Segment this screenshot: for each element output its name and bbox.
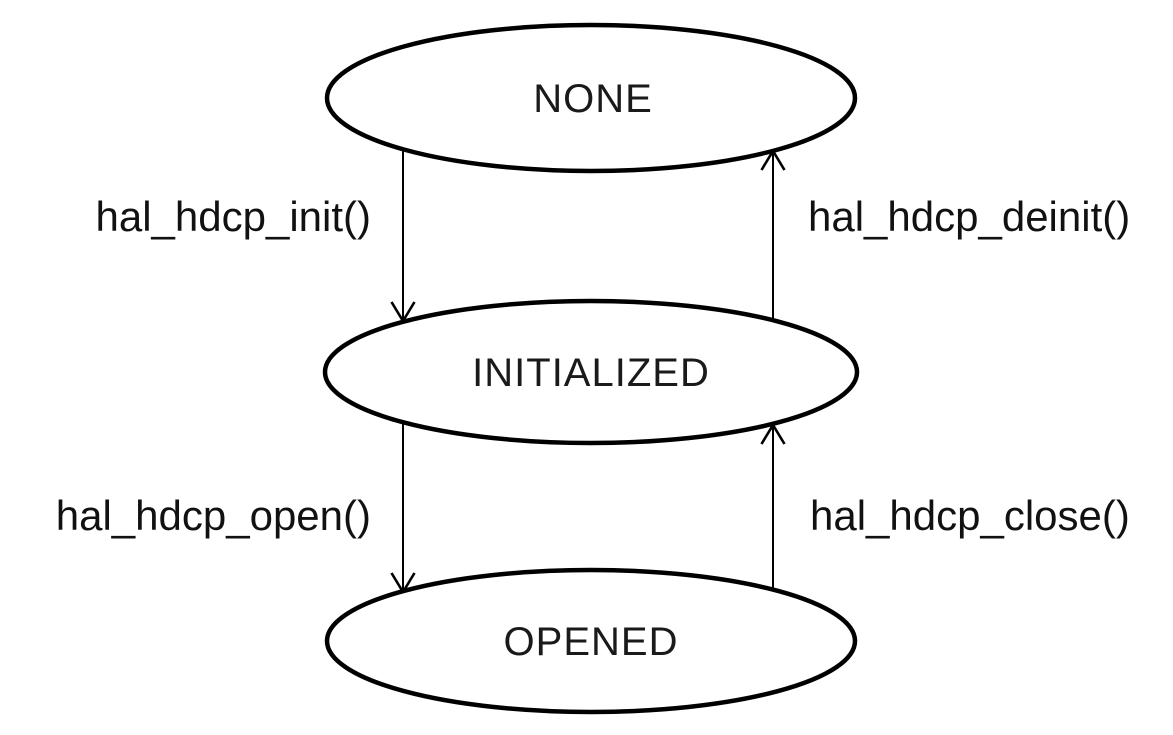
state-none: NONE	[324, 22, 858, 174]
state-initialized-label: INITIALIZED	[472, 351, 710, 395]
state-opened-label: OPENED	[504, 620, 679, 664]
transition-hal-hdcp-init: hal_hdcp_init()	[95, 150, 416, 324]
transition-hal-hdcp-deinit: hal_hdcp_deinit()	[760, 148, 1130, 320]
state-initialized-ellipse	[322, 298, 860, 446]
state-opened: OPENED	[324, 567, 858, 715]
state-initialized: INITIALIZED	[322, 298, 860, 446]
state-opened-ellipse	[324, 567, 858, 715]
state-none-label: NONE	[533, 77, 653, 121]
state-none-ellipse	[324, 22, 858, 174]
transition-deinit-label: hal_hdcp_deinit()	[808, 193, 1130, 240]
transition-open-label: hal_hdcp_open()	[56, 492, 371, 539]
transition-hal-hdcp-close: hal_hdcp_close()	[760, 422, 1130, 591]
transition-hal-hdcp-open: hal_hdcp_open()	[56, 423, 416, 595]
transition-init-label: hal_hdcp_init()	[95, 193, 371, 240]
transition-close-label: hal_hdcp_close()	[810, 492, 1130, 539]
